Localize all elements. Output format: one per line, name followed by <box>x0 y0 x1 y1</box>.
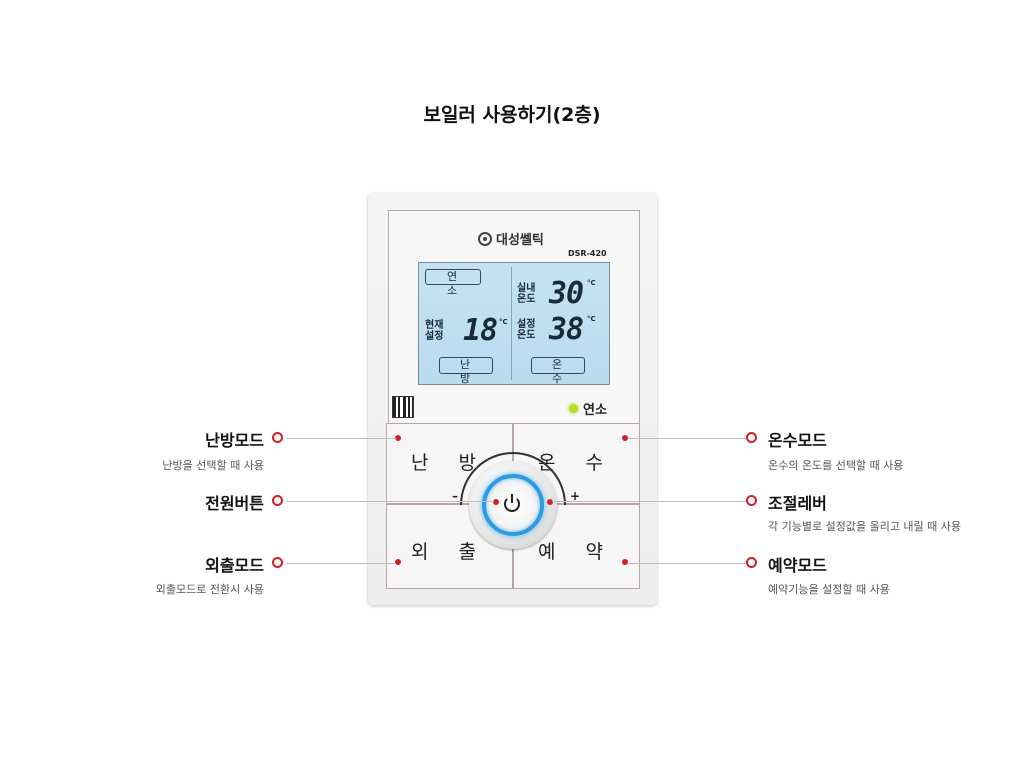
lcd-current-unit: °C <box>499 318 508 326</box>
lever-callout-icon <box>746 495 757 506</box>
reserve-button[interactable]: 예 약 <box>513 504 640 589</box>
reserve-callout-icon <box>746 557 757 568</box>
away-leader-line <box>286 563 396 564</box>
lcd-heating-indicator: 난 방 <box>439 357 493 385</box>
hotwater-callout-desc: 온수의 온도를 선택할 때 사용 <box>768 459 904 472</box>
lcd-set-value: 38 <box>549 312 584 347</box>
adjust-minus-label: – <box>452 489 458 503</box>
lcd-room-value: 30 <box>549 276 584 311</box>
qr-code-icon <box>392 396 414 418</box>
hotwater-marker-icon <box>622 435 628 441</box>
lcd-room-unit: °C <box>587 279 596 287</box>
lcd-set-unit: °C <box>587 315 596 323</box>
burn-led-icon <box>569 404 578 413</box>
brand-logo-icon <box>478 231 492 246</box>
lever-marker-icon <box>547 499 553 505</box>
lever-leader-line <box>552 501 746 502</box>
away-callout-desc: 외출모드로 전환시 사용 <box>155 583 264 596</box>
lcd-current-label: 현재 설정 <box>425 320 449 342</box>
heating-callout-title: 난방모드 <box>205 431 264 450</box>
page-title: 보일러 사용하기(2층) <box>423 104 601 126</box>
heating-marker-icon <box>395 435 401 441</box>
power-leader-line <box>286 501 494 502</box>
lcd-current-label-line1: 현재 <box>425 320 444 331</box>
lcd-hotwater-indicator: 온 수 <box>531 357 585 385</box>
heating-button[interactable]: 난 방 <box>386 423 513 504</box>
power-icon <box>504 494 520 512</box>
lever-callout-title: 조절레버 <box>768 494 827 513</box>
lcd-set-label-line2: 온도 <box>517 330 536 341</box>
lcd-set-label: 설정 온도 <box>517 319 541 341</box>
lcd-room-label-line2: 온도 <box>517 294 536 305</box>
away-button[interactable]: 외 출 <box>386 504 513 589</box>
heating-callout-icon <box>272 432 283 443</box>
away-callout-title: 외출모드 <box>205 556 264 575</box>
lcd-display: 연 소 현재 설정 18 °C 실내 온도 30 °C 설정 온도 38 °C … <box>418 262 610 385</box>
adjust-plus-label: + <box>570 489 581 503</box>
lcd-burn-indicator: 연 소 <box>425 269 481 297</box>
reserve-callout-desc: 예약기능을 설정할 때 사용 <box>768 583 890 596</box>
lcd-room-label-line1: 실내 <box>517 283 536 294</box>
heating-callout-desc: 난방을 선택할 때 사용 <box>162 459 264 472</box>
power-marker-icon <box>493 499 499 505</box>
lcd-divider <box>511 267 512 380</box>
reserve-leader-line <box>628 563 746 564</box>
brand-name: 대성쎌틱 <box>496 233 544 248</box>
brand: 대성쎌틱 <box>478 229 544 248</box>
hotwater-callout-title: 온수모드 <box>768 431 827 450</box>
power-button[interactable] <box>482 474 544 536</box>
reserve-callout-title: 예약모드 <box>768 556 827 575</box>
lever-callout-desc: 각 기능별로 설정값을 올리고 내릴 때 사용 <box>768 520 962 533</box>
lcd-room-label: 실내 온도 <box>517 283 541 305</box>
hotwater-callout-icon <box>746 432 757 443</box>
model-number: DSR-420 <box>568 249 607 258</box>
lcd-current-label-line2: 설정 <box>425 331 444 342</box>
reserve-marker-icon <box>622 559 628 565</box>
lcd-set-label-line1: 설정 <box>517 319 536 330</box>
away-marker-icon <box>395 559 401 565</box>
away-callout-icon <box>272 557 283 568</box>
burn-led-label: 연소 <box>583 403 607 418</box>
boiler-controller: 대성쎌틱 DSR-420 연 소 현재 설정 18 °C 실내 온도 30 °C… <box>368 193 657 605</box>
heating-leader-line <box>286 438 396 439</box>
lcd-current-value: 18 <box>463 313 498 348</box>
power-callout-title: 전원버튼 <box>205 494 264 513</box>
hotwater-leader-line <box>628 438 746 439</box>
power-callout-icon <box>272 495 283 506</box>
